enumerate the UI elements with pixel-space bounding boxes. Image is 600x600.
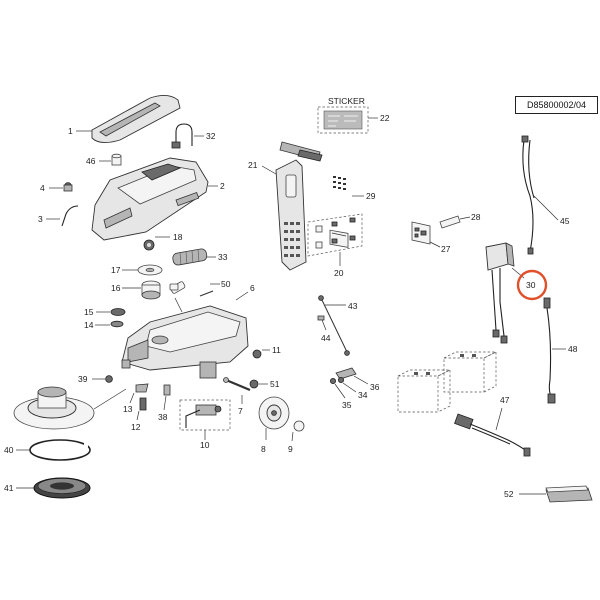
- callout-18: 18: [173, 232, 183, 242]
- callout-3: 3: [38, 214, 43, 224]
- callout-10: 10: [200, 440, 210, 450]
- part-16-valve: [122, 280, 161, 300]
- part-43-rod: [318, 295, 350, 356]
- callout-28: 28: [471, 212, 481, 222]
- part-13-bracket: [129, 383, 149, 404]
- callout-52: 52: [504, 489, 514, 499]
- part-50-pin: [199, 283, 220, 297]
- callout-33: 33: [218, 252, 228, 262]
- part-5-nozzle: [169, 283, 179, 291]
- callout-32: 32: [206, 131, 216, 141]
- callout-22: 22: [380, 113, 390, 123]
- callout-15: 15: [84, 307, 94, 317]
- part-22-sticker: STICKER: [317, 96, 378, 134]
- callout-30: 30: [526, 280, 536, 290]
- callout-47: 47: [500, 395, 510, 405]
- callout-34: 34: [358, 390, 368, 400]
- callout-27: 27: [441, 244, 451, 254]
- callout-8: 8: [261, 444, 266, 454]
- part-17-washer: [122, 264, 163, 276]
- callout-35: 35: [342, 400, 352, 410]
- part-27-circuit-board: [411, 221, 441, 248]
- part-45-wire-harness: [521, 135, 559, 255]
- part-32-hose: [171, 123, 204, 149]
- callout-12: 12: [131, 422, 141, 432]
- part-3-elbow: [46, 205, 79, 227]
- part-44-screw: [317, 315, 327, 331]
- callout-29: 29: [366, 191, 376, 201]
- part-6-base-chassis: [121, 291, 249, 379]
- part-34-spring: [337, 376, 357, 393]
- callout-40: 40: [4, 445, 14, 455]
- callout-50: 50: [221, 279, 231, 289]
- part-35-bolt: [329, 377, 346, 399]
- part-4-cap: [49, 182, 73, 192]
- part-52-manual: [519, 485, 593, 503]
- sticker-strip: [279, 141, 323, 162]
- highlight-circle: [516, 269, 548, 301]
- callout-1: 1: [68, 126, 73, 136]
- callout-20: 20: [334, 268, 344, 278]
- part-51-knob: [249, 379, 268, 389]
- part-2-main-housing: [91, 157, 218, 241]
- part-36-lever: [335, 367, 369, 385]
- battery-pack: [397, 351, 497, 413]
- part-18-gear: [143, 236, 170, 251]
- callout-39: 39: [78, 374, 88, 384]
- callout-7: 7: [238, 406, 243, 416]
- callout-38: 38: [158, 412, 168, 422]
- callout-9: 9: [288, 444, 293, 454]
- callout-17: 17: [111, 265, 121, 275]
- part-38-pin: [163, 384, 171, 411]
- part-30-control-box: [485, 242, 525, 344]
- callout-11: 11: [272, 345, 281, 355]
- part-29-grille: [329, 176, 364, 248]
- callout-36: 36: [370, 382, 380, 392]
- callout-21: 21: [248, 160, 258, 170]
- callout-44: 44: [321, 333, 331, 343]
- callout-43: 43: [348, 301, 358, 311]
- part-47-connector-harness: [454, 407, 531, 457]
- part-20-clip-set: [307, 213, 363, 266]
- callout-45: 45: [560, 216, 570, 226]
- part-11-nut: [252, 349, 270, 359]
- callout-16: 16: [111, 283, 121, 293]
- callout-14: 14: [84, 320, 94, 330]
- callout-6: 6: [250, 283, 255, 293]
- part-41-gear-disc: [16, 477, 91, 499]
- part-14-seal: [95, 320, 124, 328]
- callout-4: 4: [40, 183, 45, 193]
- part-12-clip: [136, 397, 147, 421]
- motor-assembly: [13, 386, 127, 430]
- part-1-top-cover: [76, 95, 181, 143]
- document-code: D85800002/04: [515, 96, 598, 114]
- part-8-wheel: [258, 396, 290, 440]
- callout-46: 46: [86, 156, 96, 166]
- part-15-gasket: [96, 308, 126, 316]
- callout-51: 51: [270, 379, 280, 389]
- callout-48: 48: [568, 344, 578, 354]
- part-48-cable: [543, 297, 566, 404]
- part-21-handle: [261, 159, 307, 271]
- part-46-plug: [99, 153, 122, 166]
- part-33-ribbed-sleeve: [172, 248, 216, 266]
- callout-41: 41: [4, 483, 14, 493]
- part-9-hubcap: [291, 420, 305, 442]
- sticker-label: STICKER: [328, 96, 365, 106]
- part-10-pump-kit: [179, 399, 231, 440]
- callout-2: 2: [220, 181, 225, 191]
- part-28-plate: [439, 215, 471, 229]
- callout-13: 13: [123, 404, 133, 414]
- part-39-screw: [92, 375, 113, 383]
- part-7-axle: [223, 377, 251, 404]
- part-40-ring: [16, 439, 91, 461]
